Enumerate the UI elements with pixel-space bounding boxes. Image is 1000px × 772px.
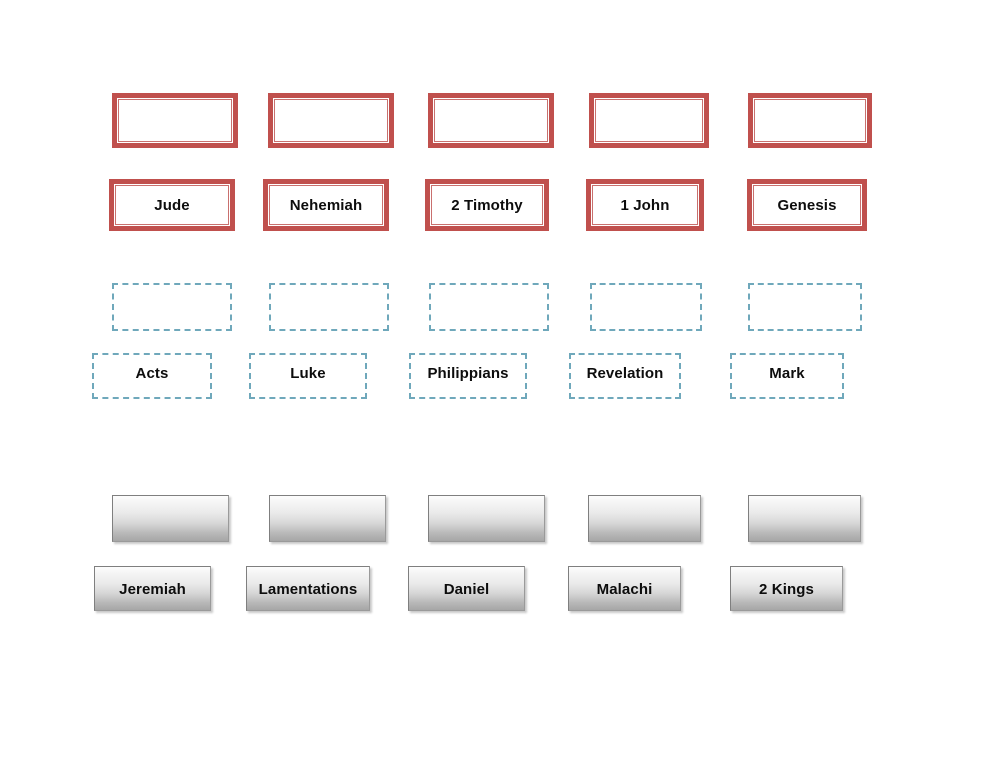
gray-blank-box-2[interactable]: [269, 495, 386, 542]
gray-box-2-kings[interactable]: 2 Kings: [730, 566, 843, 611]
gray-blank-box-3[interactable]: [428, 495, 545, 542]
red-box-1-john[interactable]: 1 John: [586, 179, 704, 231]
blue-box-acts[interactable]: Acts: [92, 353, 212, 399]
red-box-jude[interactable]: Jude: [109, 179, 235, 231]
red-box-genesis[interactable]: Genesis: [747, 179, 867, 231]
red-blank-box-3[interactable]: [428, 93, 554, 148]
gray-box-malachi-label: Malachi: [596, 581, 653, 598]
blue-box-revelation[interactable]: Revelation: [569, 353, 681, 399]
red-box-jude-label: Jude: [154, 197, 190, 214]
red-box-1-john-label: 1 John: [620, 197, 670, 214]
gray-box-2-kings-label: 2 Kings: [759, 581, 814, 598]
gray-box-daniel[interactable]: Daniel: [408, 566, 525, 611]
red-blank-box-2[interactable]: [268, 93, 394, 148]
blue-box-luke[interactable]: Luke: [249, 353, 367, 399]
blue-box-philippians-label: Philippians: [427, 365, 509, 382]
red-blank-box-5[interactable]: [748, 93, 872, 148]
blue-box-mark[interactable]: Mark: [730, 353, 844, 399]
blue-blank-box-4[interactable]: [590, 283, 702, 331]
red-box-2-timothy-label: 2 Timothy: [451, 197, 523, 214]
gray-blank-box-5[interactable]: [748, 495, 861, 542]
blue-box-acts-label: Acts: [135, 365, 169, 382]
red-box-2-timothy[interactable]: 2 Timothy: [425, 179, 549, 231]
red-box-nehemiah[interactable]: Nehemiah: [263, 179, 389, 231]
red-box-nehemiah-label: Nehemiah: [289, 197, 363, 214]
blue-blank-box-5[interactable]: [748, 283, 862, 331]
blue-box-revelation-label: Revelation: [586, 365, 664, 382]
red-blank-box-4[interactable]: [589, 93, 709, 148]
blue-box-luke-label: Luke: [290, 365, 326, 382]
blue-blank-box-3[interactable]: [429, 283, 549, 331]
gray-box-lamentations[interactable]: Lamentations: [246, 566, 370, 611]
gray-box-daniel-label: Daniel: [443, 581, 490, 598]
blue-box-mark-label: Mark: [769, 365, 805, 382]
red-blank-box-1[interactable]: [112, 93, 238, 148]
blue-blank-box-2[interactable]: [269, 283, 389, 331]
red-box-genesis-label: Genesis: [777, 197, 837, 214]
blue-blank-box-1[interactable]: [112, 283, 232, 331]
gray-box-lamentations-label: Lamentations: [258, 581, 358, 598]
gray-box-malachi[interactable]: Malachi: [568, 566, 681, 611]
gray-box-jeremiah[interactable]: Jeremiah: [94, 566, 211, 611]
gray-box-jeremiah-label: Jeremiah: [119, 581, 186, 598]
gray-blank-box-4[interactable]: [588, 495, 701, 542]
blue-box-philippians[interactable]: Philippians: [409, 353, 527, 399]
gray-blank-box-1[interactable]: [112, 495, 229, 542]
